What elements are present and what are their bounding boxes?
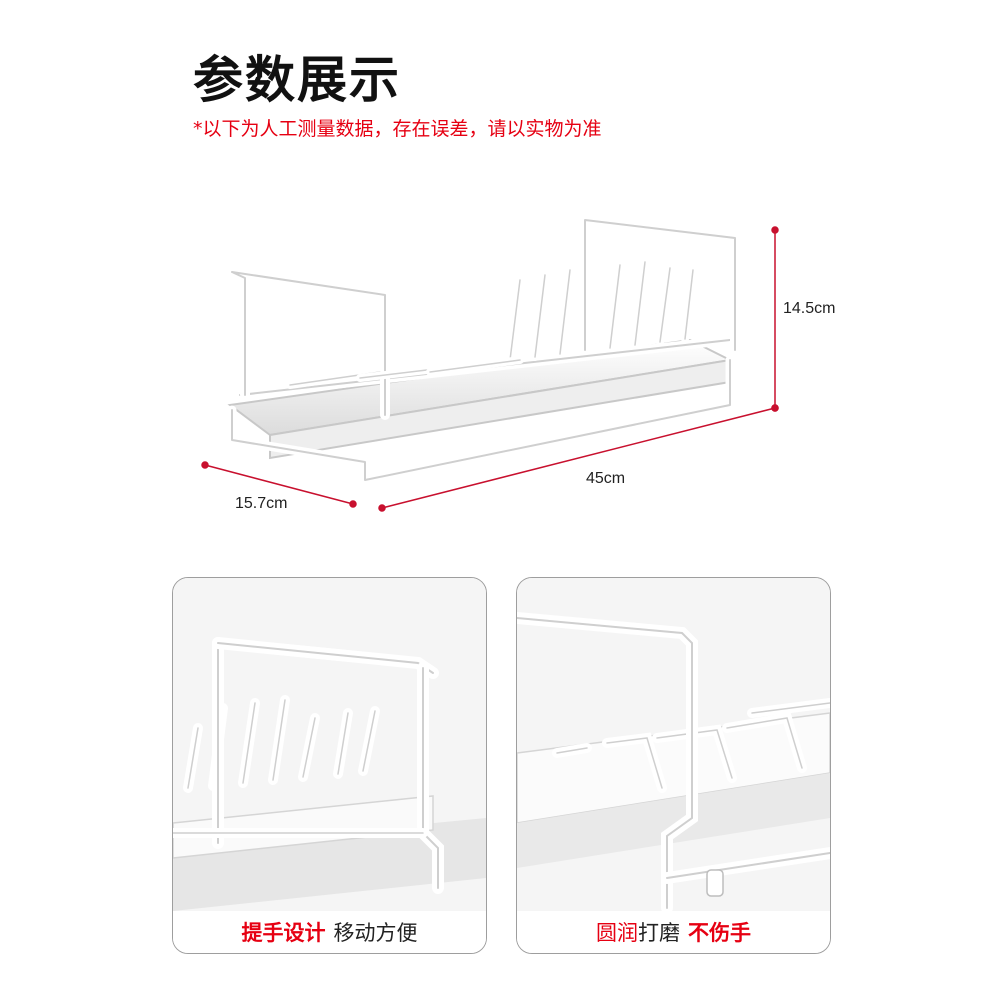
handle-closeup-illustration (173, 578, 486, 911)
measurement-disclaimer: *以下为人工测量数据，存在误差，请以实物为准 (193, 118, 602, 140)
feature-description: 移动方便 (333, 921, 418, 945)
feature-description-polish: 打磨 (638, 921, 680, 945)
height-dimension: 14.5cm (783, 300, 836, 317)
length-dimension: 45cm (586, 470, 626, 487)
feature-caption-handle: 提手设计 移动方便 (173, 911, 486, 953)
polished-edge-closeup-illustration (517, 578, 830, 911)
feature-caption-polished: 圆润 打磨 不伤手 (517, 911, 830, 953)
cup-bars (286, 356, 524, 389)
page-title: 参数展示 (193, 51, 401, 109)
dish-rack-illustration (201, 215, 779, 512)
left-handle (227, 267, 390, 420)
feature-panel-polished: 圆润 打磨 不伤手 (516, 577, 831, 954)
feature-panel-handle: 提手设计 移动方便 (172, 577, 487, 954)
plate-prongs (506, 258, 697, 364)
dimension-lines (201, 226, 779, 512)
feature-highlight: 提手设计 (241, 921, 326, 945)
width-dimension: 15.7cm (235, 495, 288, 512)
right-handle (580, 215, 740, 355)
feature-highlight-safe: 不伤手 (688, 921, 751, 945)
feature-highlight-rounded: 圆润 (596, 921, 638, 945)
